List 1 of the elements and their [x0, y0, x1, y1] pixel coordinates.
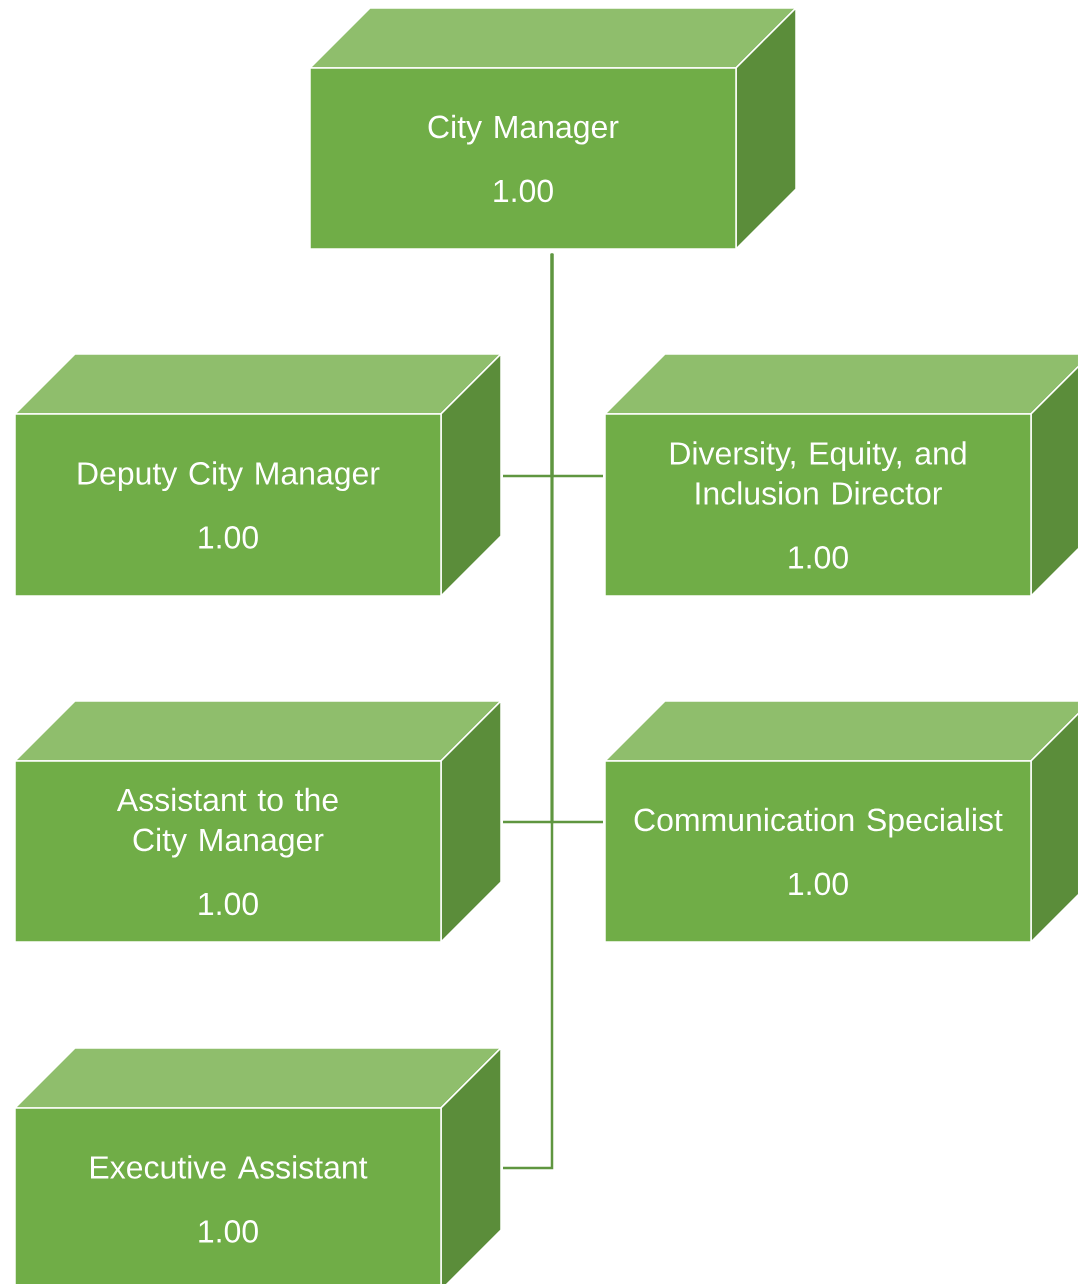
- connector-line: [503, 253, 554, 1170]
